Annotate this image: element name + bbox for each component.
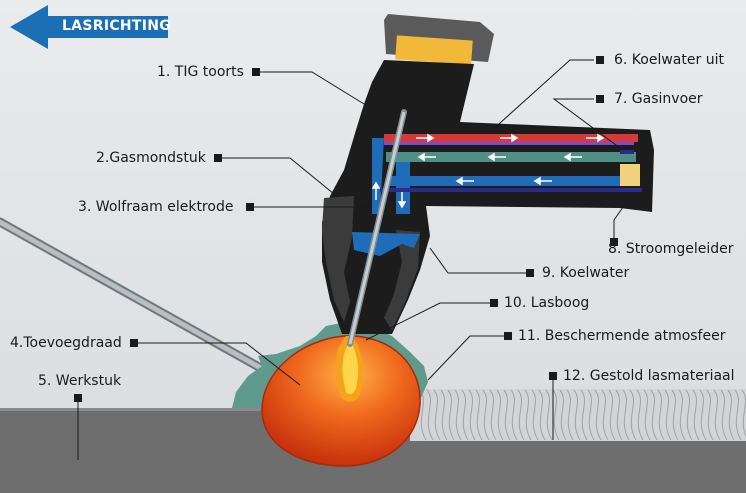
label-tig-torch: 1. TIG toorts (157, 64, 244, 80)
label-filler-wire: 4.Toevoegdraad (10, 335, 122, 351)
label-workpiece: 5. Werkstuk (38, 373, 122, 389)
gas-channel (386, 152, 636, 162)
label-arc: 10. Lasboog (504, 295, 590, 311)
label-coolant: 9. Koelwater (542, 265, 630, 281)
coolant-in-channel (386, 176, 636, 186)
label-gas-inlet: 7. Gasinvoer (614, 91, 703, 107)
leader-markers (74, 56, 618, 402)
label-tungsten-electrode: 3. Wolfraam elektrode (78, 199, 234, 215)
gas-nozzle (322, 196, 354, 322)
filler-wire (0, 217, 305, 395)
label-solidified-weld: 12. Gestold lasmateriaal (563, 368, 735, 384)
direction-label: LASRICHTING (62, 18, 172, 34)
arc-flame (335, 336, 364, 402)
label-coolant-out: 6. Koelwater uit (614, 52, 724, 68)
label-gas-nozzle: 2.Gasmondstuk (96, 150, 206, 166)
tig-torch (322, 14, 654, 334)
leader-lines (77, 59, 629, 460)
weld-pool (261, 335, 421, 467)
label-power-conductor: 8. Stroomgeleider (608, 241, 734, 257)
tungsten-electrode (347, 109, 407, 347)
label-shielding-atmosphere: 11. Beschermende atmosfeer (518, 328, 726, 344)
power-connector-icon (620, 164, 640, 186)
solidified-weld (410, 389, 746, 441)
direction-arrow-icon (10, 5, 168, 49)
